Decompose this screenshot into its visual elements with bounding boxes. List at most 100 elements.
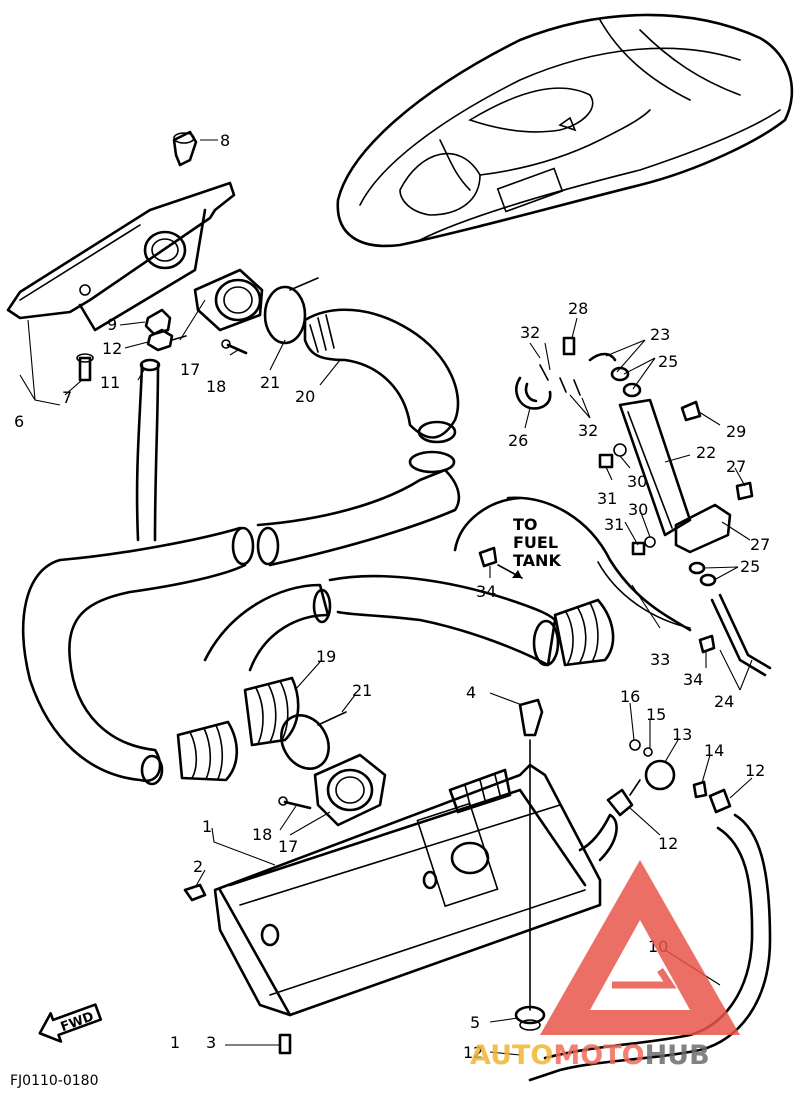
- bellows-lower-left: [176, 720, 239, 782]
- callout-12-b: 12: [463, 1043, 483, 1062]
- bracket-part-27: [674, 503, 732, 554]
- callout-32-b: 32: [578, 421, 598, 440]
- forward-arrow-icon: FWD: [38, 1003, 103, 1043]
- bolt-part-2: [183, 883, 207, 902]
- callout-22: 22: [696, 443, 716, 462]
- nut-part-9: [144, 308, 172, 336]
- callout-27-b: 27: [750, 535, 770, 554]
- callout-1: 1: [202, 817, 212, 836]
- fuel-tank-note-line-3: TANK: [513, 551, 561, 570]
- bolt-part-14: [692, 780, 708, 799]
- callout-3: 3: [206, 1033, 216, 1052]
- callout-28: 28: [568, 299, 588, 318]
- forward-label: FWD: [59, 1009, 96, 1035]
- bolt-part-29: [680, 400, 702, 422]
- callout-21-a: 21: [260, 373, 280, 392]
- callout-7: 7: [62, 388, 72, 407]
- callout-11: 11: [100, 373, 120, 392]
- pipe-part-23: [588, 352, 617, 362]
- bolt-part-18-lower: [278, 796, 312, 810]
- arrow-to-fuel-tank: [497, 564, 523, 579]
- drawing-code: FJ0110-0180: [10, 1073, 99, 1089]
- callout-34-a: 34: [476, 582, 496, 601]
- callout-34-b: 34: [683, 670, 703, 689]
- callout-labels: 8 9 12 17 18 21 20 7 11 6 28 32 23 25 32…: [10, 131, 770, 1089]
- callout-15: 15: [646, 705, 666, 724]
- hose-part-11: [135, 358, 161, 542]
- callout-2: 2: [193, 857, 203, 876]
- bolt-part-28: [562, 336, 576, 356]
- bellows-part-19: [243, 676, 300, 747]
- clips-part-32: [539, 364, 581, 396]
- elbow-part-12-c: [606, 788, 634, 817]
- callout-25-a: 25: [658, 352, 678, 371]
- callout-17-b: 17: [278, 837, 298, 856]
- callout-32-a: 32: [520, 323, 540, 342]
- leader-lines: [19, 139, 753, 1056]
- callout-17-a: 17: [180, 360, 200, 379]
- duct-segment-center: [256, 450, 461, 567]
- callout-8: 8: [220, 131, 230, 150]
- hose-part-10: [528, 813, 772, 1082]
- callout-31-b: 31: [604, 515, 624, 534]
- washers-parts-30-31: [598, 443, 656, 556]
- callout-5: 5: [470, 1013, 480, 1032]
- callout-4: 4: [466, 683, 476, 702]
- callout-33: 33: [650, 650, 670, 669]
- duct-segment-right: [328, 574, 560, 667]
- callout-12-d: 12: [745, 761, 765, 780]
- bolt-part-3: [278, 1033, 292, 1055]
- watermark-logo-icon: [540, 860, 740, 1035]
- watermark-logo-arrow-icon: [612, 968, 677, 989]
- duct-segment-19: [203, 583, 332, 672]
- rod-part-4: [518, 698, 544, 1011]
- hose-part-33: [453, 496, 692, 632]
- callout-6: 6: [14, 412, 24, 431]
- callout-12-a: 12: [102, 339, 122, 358]
- callout-29: 29: [726, 422, 746, 441]
- grommet-part-5: [514, 1005, 546, 1031]
- callout-21-b: 21: [352, 681, 372, 700]
- callout-16: 16: [620, 687, 640, 706]
- automotohub-watermark: AUTOMOTOHUB: [470, 860, 740, 1071]
- callout-12-c: 12: [658, 834, 678, 853]
- watermark-part-3: HUB: [645, 1040, 710, 1071]
- callout-27-a: 27: [726, 457, 746, 476]
- elbow-part-12-d: [708, 788, 732, 814]
- callout-25-b: 25: [740, 557, 760, 576]
- caps-part-25-upper: [610, 366, 642, 398]
- bolt-part-7: [76, 353, 94, 382]
- callout-31-a: 31: [597, 489, 617, 508]
- callout-30-b: 30: [628, 500, 648, 519]
- clamp-part-21-upper: [263, 277, 319, 345]
- flange-part-17-upper: [193, 268, 264, 332]
- clip-part-34-upper: [478, 546, 498, 568]
- large-duct-hose: [21, 526, 255, 786]
- callout-1-b: 1: [170, 1033, 180, 1052]
- callout-24: 24: [714, 692, 734, 711]
- flange-part-17-lower: [313, 753, 387, 827]
- caps-part-25-lower: [688, 561, 717, 587]
- callout-30-a: 30: [627, 472, 647, 491]
- bellows-right: [553, 598, 615, 667]
- filter-part-22: [618, 398, 692, 537]
- watercraft-hull: [336, 13, 794, 248]
- cap-part-8: [172, 130, 198, 167]
- clip-part-34-lower: [698, 634, 716, 654]
- callout-18-a: 18: [206, 377, 226, 396]
- svg-text:AUTOMOTOHUB: AUTOMOTOHUB: [470, 1040, 710, 1071]
- callout-19: 19: [316, 647, 336, 666]
- bracket-part-26: [515, 376, 552, 410]
- callout-26: 26: [508, 431, 528, 450]
- callout-23: 23: [650, 325, 670, 344]
- callout-14: 14: [704, 741, 724, 760]
- bolt-part-27-upper: [735, 481, 754, 501]
- pipe-part-24: [710, 593, 772, 677]
- clamp-part-21-lower: [280, 711, 347, 770]
- callout-13: 13: [672, 725, 692, 744]
- fuel-tank-note-line-1: TO: [513, 515, 538, 534]
- watermark-part-1: AUTO: [470, 1040, 553, 1071]
- callout-20: 20: [295, 387, 315, 406]
